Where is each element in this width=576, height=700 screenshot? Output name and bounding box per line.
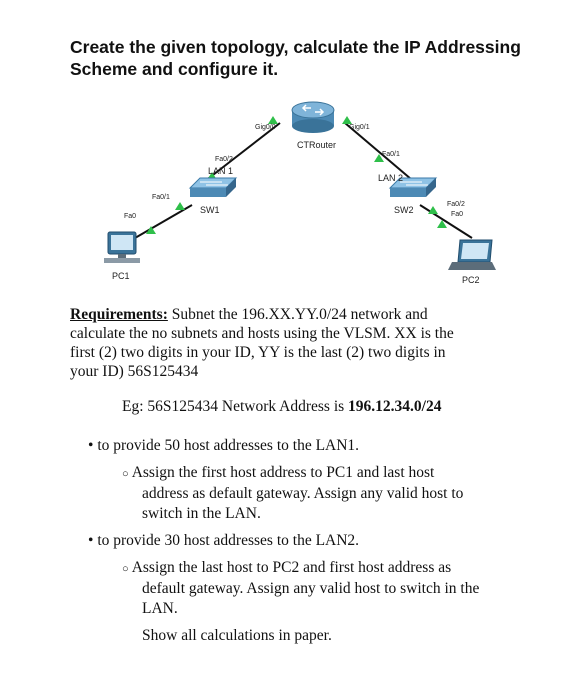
link-up-indicator — [342, 116, 352, 124]
link-sw1-pc1 — [134, 204, 193, 239]
pc2-label: PC2 — [462, 275, 480, 285]
sw2-port-label: Fa0/1 — [382, 151, 400, 158]
requirements-text: Subnet the 196.XX.YY.0/24 network and — [167, 306, 428, 323]
link-up-indicator — [437, 220, 447, 228]
sw2-port-label: Fa0/2 — [447, 201, 465, 208]
requirements-text: calculate the no subnets and hosts using… — [70, 325, 454, 342]
closing-instruction: Show all calculations in paper. — [142, 627, 332, 644]
network-topology-diagram: Gig0/0 Gig0/1 CTRouter Fa0/2 LAN 1 Fa0/1… — [104, 101, 496, 285]
pc1-port-label: Fa0 — [124, 213, 136, 220]
link-router-sw2 — [344, 122, 419, 186]
lan2-bullet-text: to provide 30 host addresses to the LAN2… — [97, 532, 360, 549]
bullet-marker: • — [88, 532, 94, 549]
sub-bullet-marker: ○ — [122, 563, 129, 575]
pc1-label: PC1 — [112, 271, 130, 281]
example-line: Eg: 56S125434 Network Address is 196.12.… — [122, 398, 441, 416]
router-label: CTRouter — [297, 140, 336, 150]
link-up-indicator — [428, 206, 438, 214]
example-text: Eg: 56S125434 Network Address is — [122, 398, 349, 415]
sub-bullet-marker: ○ — [122, 468, 129, 480]
sw1-label: SW1 — [200, 205, 220, 215]
switch-icon — [388, 177, 438, 197]
lan1-bullet: • to provide 50 host addresses to the LA… — [88, 436, 359, 456]
router-port-label: Gig0/1 — [349, 124, 370, 131]
sw2-label: SW2 — [394, 205, 414, 215]
lan1-bullet-text: to provide 50 host addresses to the LAN1… — [97, 437, 360, 454]
link-sw2-pc2 — [419, 204, 473, 239]
page-title: Create the given topology, calculate the… — [70, 37, 521, 79]
lan2-label: LAN 2 — [378, 173, 403, 183]
requirements-heading: Requirements: — [70, 306, 168, 323]
desktop-pc-icon — [104, 231, 140, 263]
requirements-text: your ID) 56S125434 — [70, 363, 199, 380]
lan2-bullet: • to provide 30 host addresses to the LA… — [88, 531, 359, 551]
lan2-sub-bullet: ○ Assign the last host to PC2 and first … — [122, 558, 552, 619]
lan1-label: LAN 1 — [208, 166, 233, 176]
link-up-indicator — [175, 202, 185, 210]
router-icon — [291, 101, 335, 133]
lan2-sub-text: LAN. — [142, 600, 178, 617]
bullet-marker: • — [88, 437, 94, 454]
switch-icon — [188, 177, 238, 197]
link-up-indicator — [374, 154, 384, 162]
link-up-indicator — [268, 116, 278, 124]
sw1-port-label: Fa0/2 — [215, 156, 233, 163]
lan1-sub-text: switch in the LAN. — [142, 505, 261, 522]
lan1-sub-text: address as default gateway. Assign any v… — [142, 485, 464, 502]
lan2-sub-text: default gateway. Assign any valid host t… — [142, 580, 480, 597]
lan2-sub-text: Assign the last host to PC2 and first ho… — [131, 559, 452, 576]
router-port-label: Gig0/0 — [255, 124, 276, 131]
lan1-sub-bullet: ○ Assign the first host address to PC1 a… — [122, 463, 542, 524]
requirements-paragraph: Requirements: Subnet the 196.XX.YY.0/24 … — [70, 305, 540, 381]
pc2-port-label: Fa0 — [451, 211, 463, 218]
requirements-text: first (2) two digits in your ID, YY is t… — [70, 344, 446, 361]
lan1-sub-text: Assign the first host address to PC1 and… — [131, 464, 435, 481]
example-network-address: 196.12.34.0/24 — [348, 398, 442, 415]
link-up-indicator — [146, 226, 156, 234]
laptop-icon — [448, 239, 496, 270]
sw1-port-label: Fa0/1 — [152, 194, 170, 201]
